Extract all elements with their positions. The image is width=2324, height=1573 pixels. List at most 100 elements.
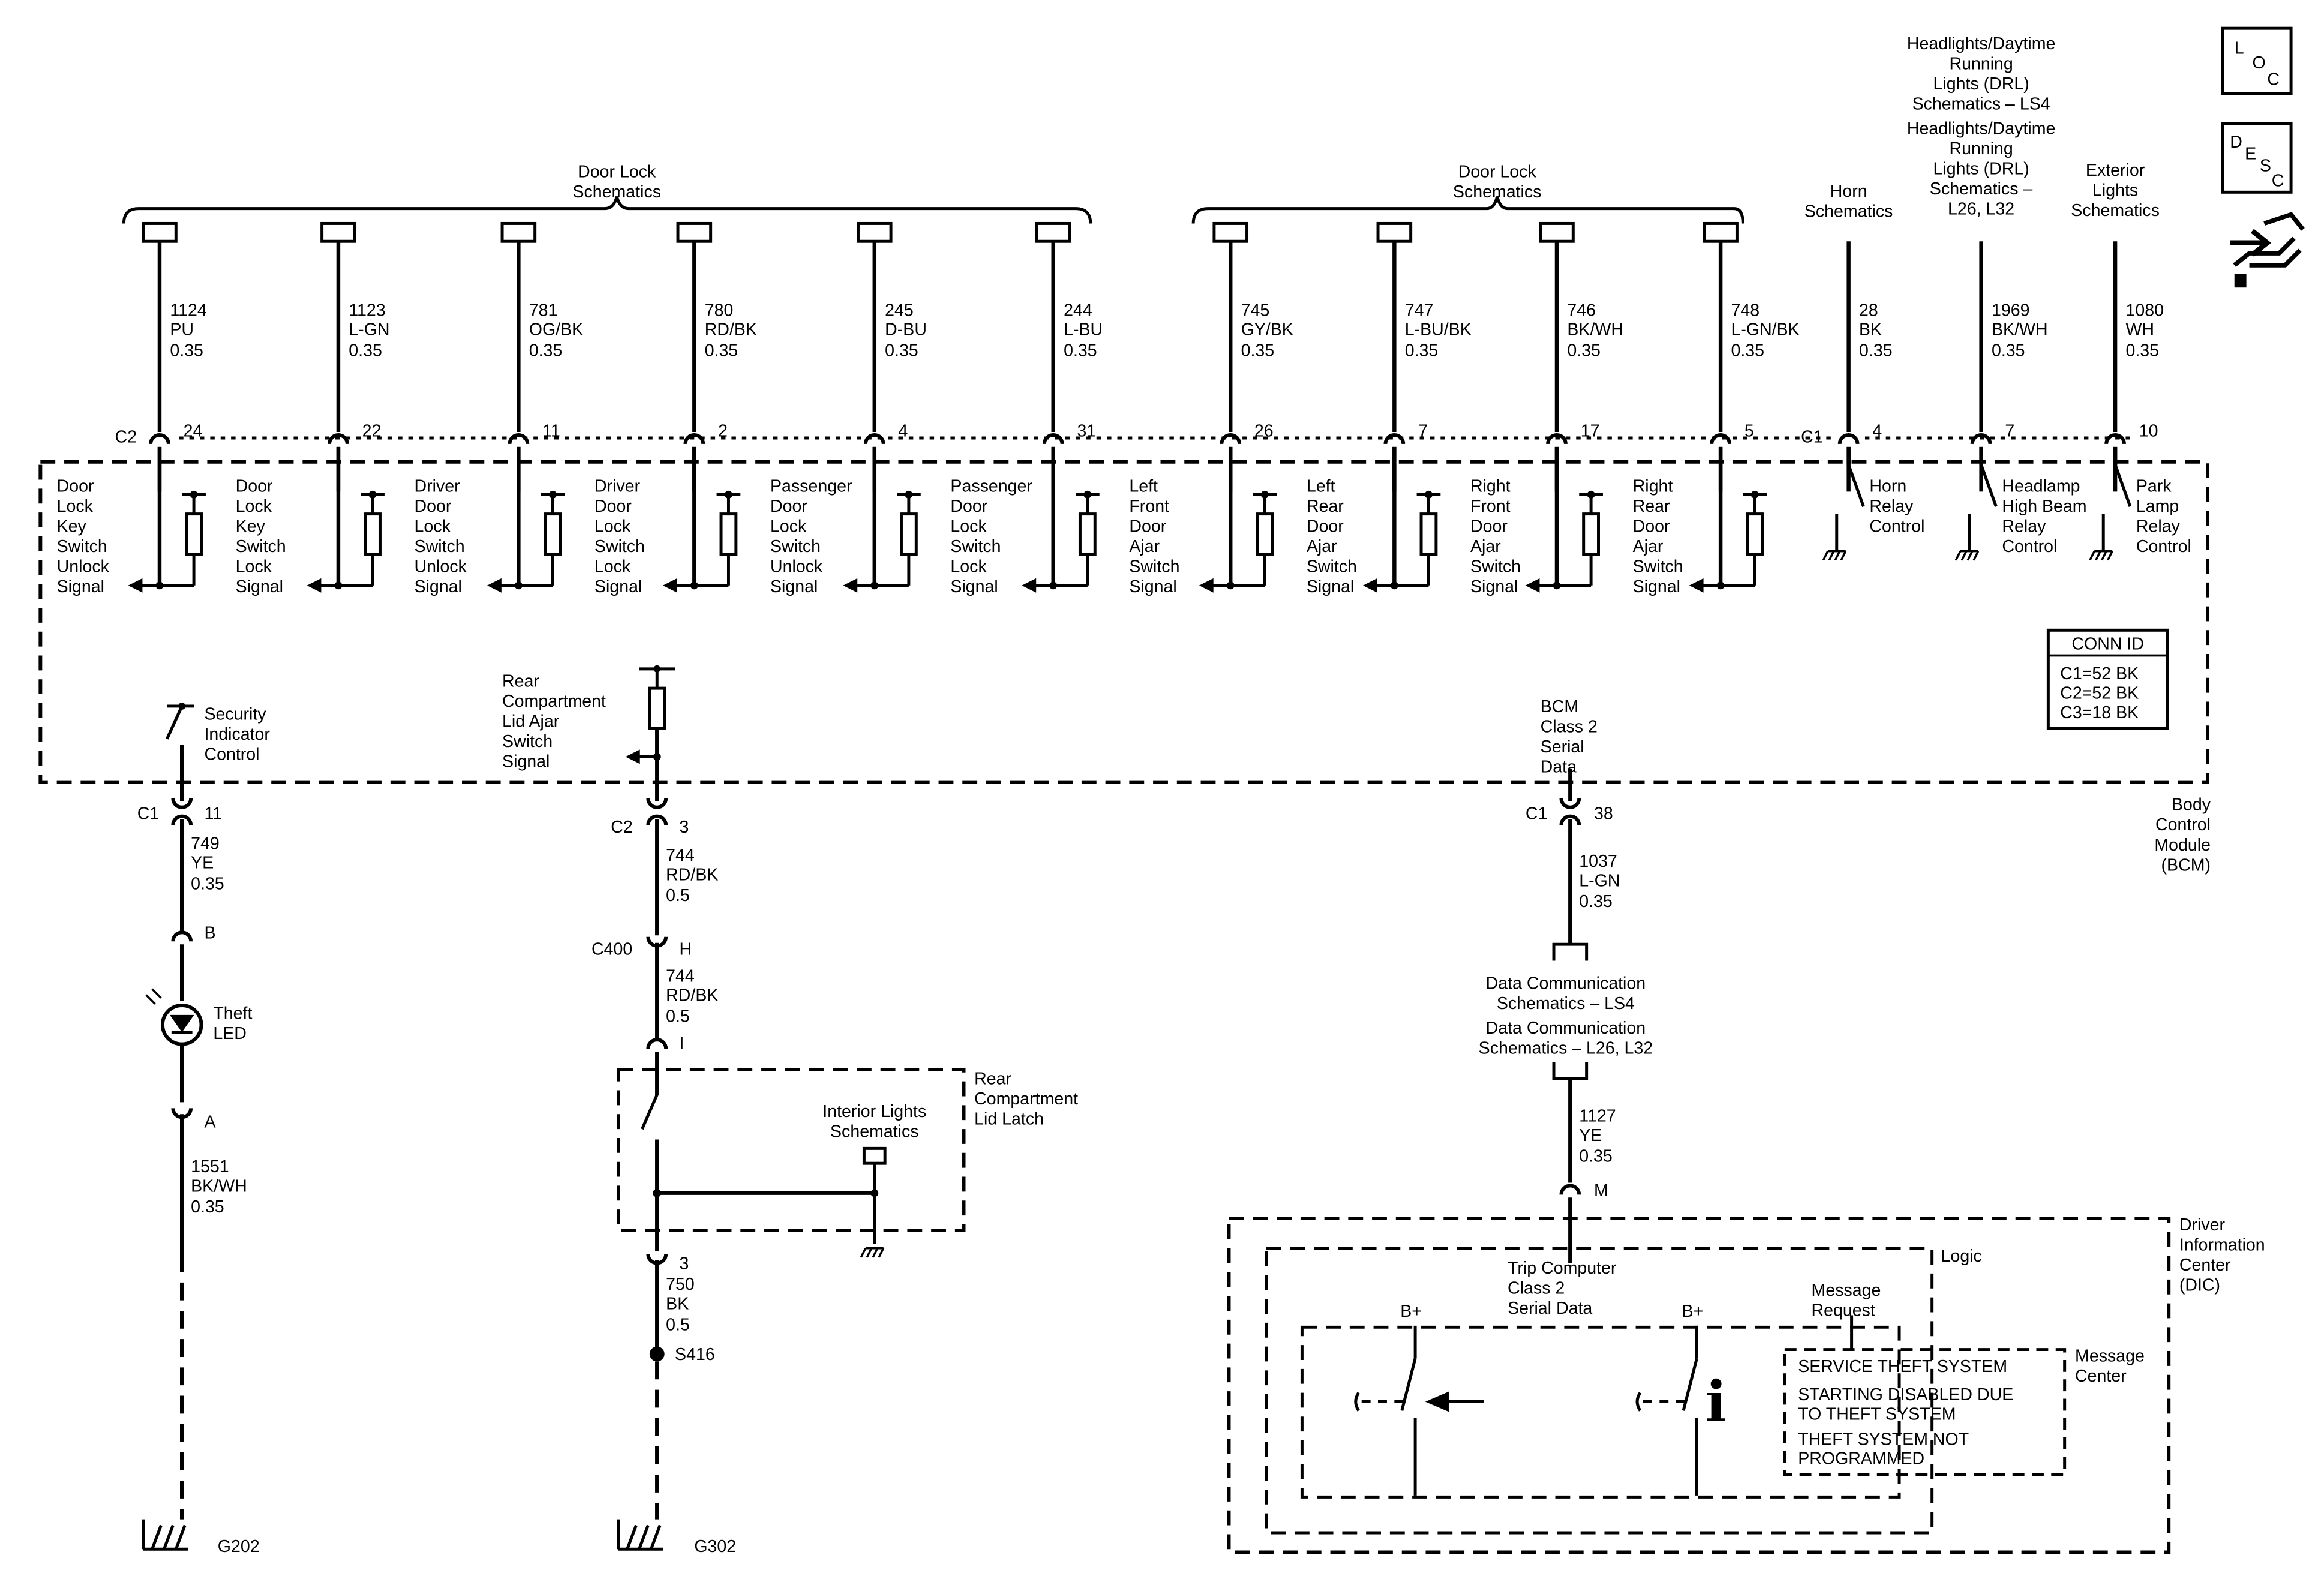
- signal-label: Signal: [1307, 577, 1354, 596]
- lid-ajar-resistor: [648, 686, 666, 730]
- circuit-number: 750: [666, 1275, 695, 1294]
- interior-lights-ref-tab: [862, 1146, 887, 1165]
- wire-gauge: 0.5: [666, 1315, 690, 1334]
- door-lock-schematics-right-label: Schematics: [1453, 182, 1542, 202]
- signal-arrow-head: [1689, 578, 1704, 593]
- wire-gauge: 0.35: [705, 341, 738, 360]
- connector-terminal: [683, 433, 705, 445]
- trip-computer-label: Class 2: [1508, 1278, 1565, 1298]
- signal-label: Key: [57, 517, 87, 536]
- circuit-number: 746: [1567, 301, 1596, 320]
- schematic-ref-tab: [856, 221, 893, 243]
- pin-number: 4: [1872, 422, 1882, 441]
- message-center-label: Message: [2075, 1346, 2145, 1365]
- circuit-number: 744: [666, 846, 695, 865]
- supply-dot: [1750, 490, 1759, 499]
- supply-dot: [725, 490, 732, 499]
- pin-number: 24: [184, 422, 203, 441]
- pullup-resistor: [1582, 512, 1600, 556]
- headlights-ls4-schematics-label: Running: [1949, 54, 2013, 73]
- wire-color: RD/BK: [705, 320, 757, 340]
- message-service-theft-system: SERVICE THEFT SYSTEM: [1798, 1357, 2007, 1376]
- conn-id-box: [2046, 628, 2169, 730]
- message-starting-disabled: STARTING DISABLED DUE: [1798, 1385, 2013, 1404]
- relay-control-label: High Beam: [2002, 497, 2086, 516]
- signal-label: Passenger: [950, 476, 1032, 496]
- circuit-number: 747: [1405, 301, 1434, 320]
- wire-gauge: 0.35: [529, 341, 563, 360]
- supply-dot: [905, 490, 913, 499]
- pullup-resistor: [719, 512, 738, 556]
- pin-number: 11: [542, 422, 560, 441]
- trip-arrow-head: [1425, 1391, 1449, 1412]
- pullup-resistor: [185, 512, 203, 556]
- supply-dot: [1424, 490, 1433, 499]
- signal-label: Switch: [770, 537, 821, 556]
- exterior-lights-schematics-label: Schematics: [2071, 201, 2160, 220]
- hand-connector-icon[interactable]: [2230, 212, 2305, 288]
- signal-label: Signal: [770, 577, 818, 596]
- wire-gauge: 0.35: [1579, 1147, 1613, 1166]
- wire-gauge: 0.35: [1859, 341, 1893, 360]
- relay-control-label: Control: [1869, 517, 1924, 536]
- wire-gauge: 0.35: [1992, 341, 2025, 360]
- loc-icon[interactable]: LOC: [2221, 26, 2293, 95]
- connector-terminal: [1220, 433, 1242, 445]
- c400-connector-label: C400: [591, 940, 632, 959]
- pullup-resistor: [900, 512, 918, 556]
- message-theft-not-programmed: PROGRAMMED: [1798, 1449, 1924, 1469]
- door-lock-bracket-right: [1191, 196, 1744, 224]
- headlights-l26-schematics-label: L26, L32: [1948, 200, 2014, 219]
- dic-label: Center: [2179, 1256, 2231, 1275]
- rear-lid-ajar-signal-label: Signal: [502, 752, 550, 772]
- rear-lid-ajar-signal-label: Rear: [502, 672, 539, 691]
- signal-label: Ajar: [1129, 537, 1160, 556]
- bcm-box: [38, 460, 2210, 784]
- horn-schematics-label: Schematics: [1804, 202, 1893, 221]
- pin-number: 31: [1077, 422, 1096, 441]
- led-diode-symbol: [169, 1014, 194, 1032]
- data-comm-ls4-label: Data Communication: [1486, 974, 1646, 993]
- bcm-label: (BCM): [2161, 855, 2211, 875]
- ground-g302-label: G302: [694, 1537, 736, 1556]
- led-emission-rays: [145, 988, 162, 1005]
- desc-icon-letter: E: [2245, 145, 2256, 164]
- headlights-l26-schematics-label: Lights (DRL): [1933, 160, 2029, 179]
- data-comm-ref-tab-bottom: [1552, 1062, 1589, 1080]
- dic-connector-m: [1559, 1184, 1581, 1195]
- info-icon-bar: [1711, 1394, 1721, 1420]
- pin-number: 7: [2005, 422, 2014, 441]
- pin-number: 2: [718, 422, 728, 441]
- pullup-resistor: [364, 512, 382, 556]
- wire-color: GY/BK: [1241, 320, 1293, 340]
- circuit-number: 245: [885, 301, 914, 320]
- circuit-number: 244: [1064, 301, 1092, 320]
- security-indicator-label: Security: [204, 704, 266, 724]
- circuit-number: 1124: [170, 301, 207, 320]
- door-lock-schematics-left-label: Schematics: [572, 182, 661, 202]
- schematic-ref-tab: [500, 221, 537, 243]
- pin-number: 17: [1581, 422, 1600, 441]
- pin-a-label: A: [204, 1113, 215, 1132]
- relay-control-switch: [1980, 464, 1998, 508]
- signal-label: Switch: [1129, 557, 1179, 576]
- wire-color: YE: [191, 854, 214, 873]
- pin-number: 22: [362, 422, 382, 441]
- wire-color: BK: [1859, 320, 1882, 340]
- relay-control-switch: [1847, 464, 1865, 508]
- wire-gauge: 0.35: [1579, 892, 1613, 911]
- signal-label: Unlock: [770, 557, 823, 576]
- door-lock-schematics-right-label: Door Lock: [1458, 162, 1537, 181]
- relay-control-label: Control: [2136, 537, 2191, 556]
- logic-label: Logic: [1941, 1247, 1982, 1266]
- data-comm-ref-tab-top: [1552, 942, 1589, 961]
- serial-connector-label: C1: [1526, 804, 1548, 824]
- wire-color: PU: [170, 320, 194, 340]
- signal-arrow-head: [843, 578, 858, 593]
- interior-ground-symbol: [860, 1247, 885, 1259]
- circuit-number: 1080: [2125, 301, 2164, 320]
- wire-gauge: 0.35: [191, 874, 224, 893]
- signal-label: Rear: [1633, 497, 1670, 516]
- signal-label: Lock: [950, 517, 987, 536]
